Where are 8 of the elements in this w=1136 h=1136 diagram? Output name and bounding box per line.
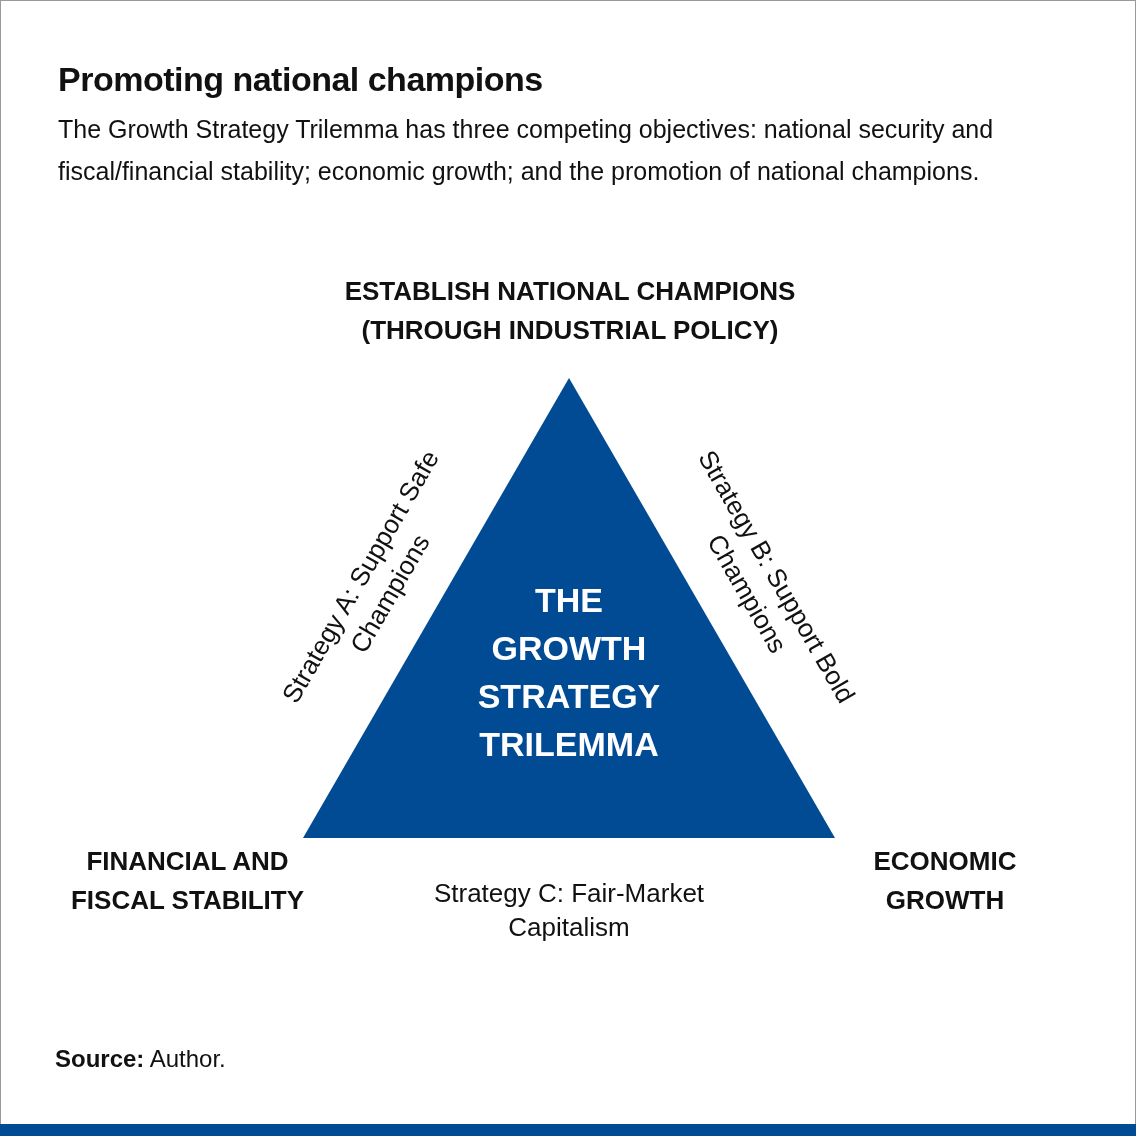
corner-label: FINANCIAL AND FISCAL STABILITY [69, 845, 305, 917]
title: Promoting national champions [58, 60, 543, 99]
subtitle: The Growth Strategy Trilemma has three competing objectives: national security and fiscal/financial stability; economic growth; and the promotion of national champions. [58, 114, 995, 187]
side-label: Strategy C: Fair-Market Capitalism [432, 877, 706, 944]
center-label: THE GROWTH STRATEGY TRILEMMA [476, 580, 662, 765]
source-note: Source: Author. [55, 1045, 226, 1073]
corner-label: ECONOMIC GROWTH [872, 845, 1018, 917]
corner-label: ESTABLISH NATIONAL CHAMPIONS (THROUGH INDUSTRIAL POLICY) [343, 275, 797, 347]
